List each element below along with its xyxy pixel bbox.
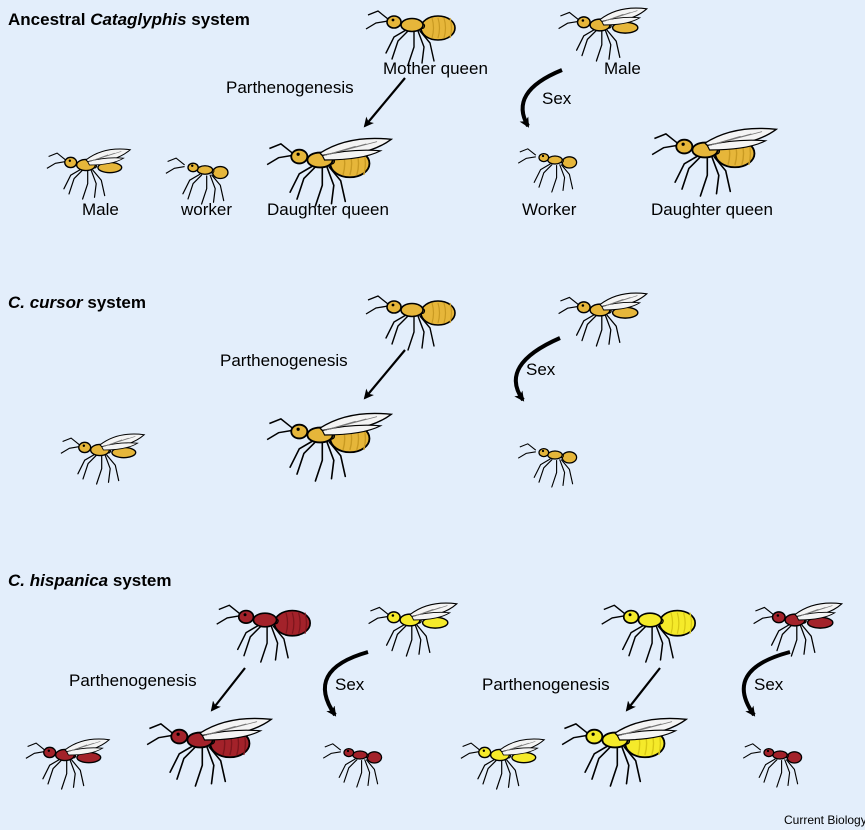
section-title-cursor: C. cursor system (8, 293, 146, 313)
ant-offspring-male-ancestral (47, 149, 130, 199)
ant-male-hisp-left (369, 603, 457, 656)
label-mother-queen: Mother queen (383, 59, 488, 79)
label-offspring-male: Male (82, 200, 119, 220)
arrow-parthenogenesis-cursor (365, 350, 405, 398)
label-parthenogenesis-cursor: Parthenogenesis (220, 351, 348, 371)
label-male: Male (604, 59, 641, 79)
ant-offspring-male-hisp-left (26, 739, 109, 789)
section-title-ancestral: Ancestral Cataglyphis system (8, 10, 250, 30)
arrow-parthenogenesis-hisp-right (627, 668, 660, 710)
label-sex-hisp-right: Sex (754, 675, 783, 695)
ant-offspring-worker-ancestral (166, 158, 228, 204)
label-daughter-queen-b: Daughter queen (651, 200, 773, 220)
ant-offspring-male-cursor (61, 434, 144, 484)
label-sex-cursor: Sex (526, 360, 555, 380)
ant-daughter-queen-ancestral-a (267, 138, 391, 206)
ant-worker-cursor (518, 444, 576, 487)
label-worker-lower: worker (181, 200, 232, 220)
ant-offspring-male-hisp-right (461, 739, 544, 789)
ant-worker-hisp-right (743, 744, 801, 787)
ant-mother-queen-ancestral (366, 11, 455, 65)
ant-worker-hisp-left (323, 744, 381, 787)
label-sex-hisp-left: Sex (335, 675, 364, 695)
ant-mother-queen-cursor (366, 296, 455, 350)
credit-text: Current Biology (784, 813, 865, 827)
ant-mother-queen-hisp-right (602, 605, 695, 662)
label-sex: Sex (542, 89, 571, 109)
ant-daughter-queen-hisp-left (147, 718, 271, 786)
ant-daughter-queen-hisp-right (562, 718, 686, 786)
arrow-parthenogenesis-hisp-left (212, 668, 245, 710)
section-title-hispanica: C. hispanica system (8, 571, 171, 591)
ant-male-ancestral (559, 8, 647, 61)
ant-male-cursor (559, 293, 647, 346)
ant-daughter-queen-cursor (267, 413, 391, 481)
label-worker-upper: Worker (522, 200, 576, 220)
label-daughter-queen-a: Daughter queen (267, 200, 389, 220)
label-parthenogenesis-hisp-left: Parthenogenesis (69, 671, 197, 691)
label-parthenogenesis: Parthenogenesis (226, 78, 354, 98)
arrow-parthenogenesis-ancestral (365, 78, 405, 126)
ant-mother-queen-hisp-left (217, 605, 310, 662)
ant-daughter-queen-ancestral-b (652, 128, 776, 196)
ant-worker-sexual-ancestral (518, 149, 576, 192)
ant-male-hisp-right (754, 603, 842, 656)
label-parthenogenesis-hisp-right: Parthenogenesis (482, 675, 610, 695)
